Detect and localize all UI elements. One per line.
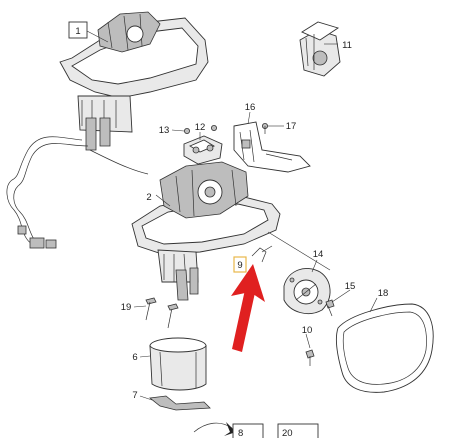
callout-19: 19 bbox=[121, 302, 132, 313]
part-9-clip bbox=[251, 245, 273, 263]
arrow-head bbox=[231, 264, 265, 302]
callout-17: 17 bbox=[286, 121, 297, 132]
callout-12: 12 bbox=[195, 122, 206, 133]
callout-9: 9 bbox=[237, 260, 242, 271]
callout-10: 10 bbox=[302, 325, 313, 336]
callout-7: 7 bbox=[132, 390, 137, 401]
part-2-mirror-base bbox=[131, 161, 331, 301]
part-6-cover-cap bbox=[149, 337, 207, 391]
part-16-bracket bbox=[233, 121, 311, 173]
callout-box-9-highlight bbox=[233, 256, 247, 273]
callout-1: 1 bbox=[75, 26, 80, 37]
callout-6: 6 bbox=[132, 352, 137, 363]
arrow-shaft bbox=[232, 285, 256, 352]
wire-harness bbox=[6, 136, 149, 249]
callout-16: 16 bbox=[245, 102, 256, 113]
callout-11: 11 bbox=[342, 40, 352, 51]
part-14-drive-plate bbox=[283, 268, 331, 314]
callout-8: 8 bbox=[238, 428, 243, 438]
red-pointer-arrow bbox=[231, 264, 265, 352]
part-11-actuator bbox=[299, 21, 341, 77]
callout-13: 13 bbox=[159, 125, 170, 136]
part-12-connector bbox=[183, 135, 223, 165]
part-1-housing-assembly bbox=[59, 11, 209, 151]
callout-18: 18 bbox=[378, 288, 389, 299]
part-18-mirror-glass bbox=[335, 303, 434, 393]
callout-box-20 bbox=[277, 423, 319, 438]
screws bbox=[145, 123, 335, 366]
callout-2: 2 bbox=[146, 192, 151, 203]
leader-lines bbox=[86, 30, 378, 401]
black-arrow bbox=[193, 422, 236, 436]
callout-20: 20 bbox=[282, 428, 293, 438]
callout-15: 15 bbox=[345, 281, 356, 292]
callout-14: 14 bbox=[313, 249, 324, 260]
part-7-gasket bbox=[149, 395, 211, 411]
callout-box-8 bbox=[232, 423, 264, 438]
callout-box-1 bbox=[68, 21, 88, 39]
